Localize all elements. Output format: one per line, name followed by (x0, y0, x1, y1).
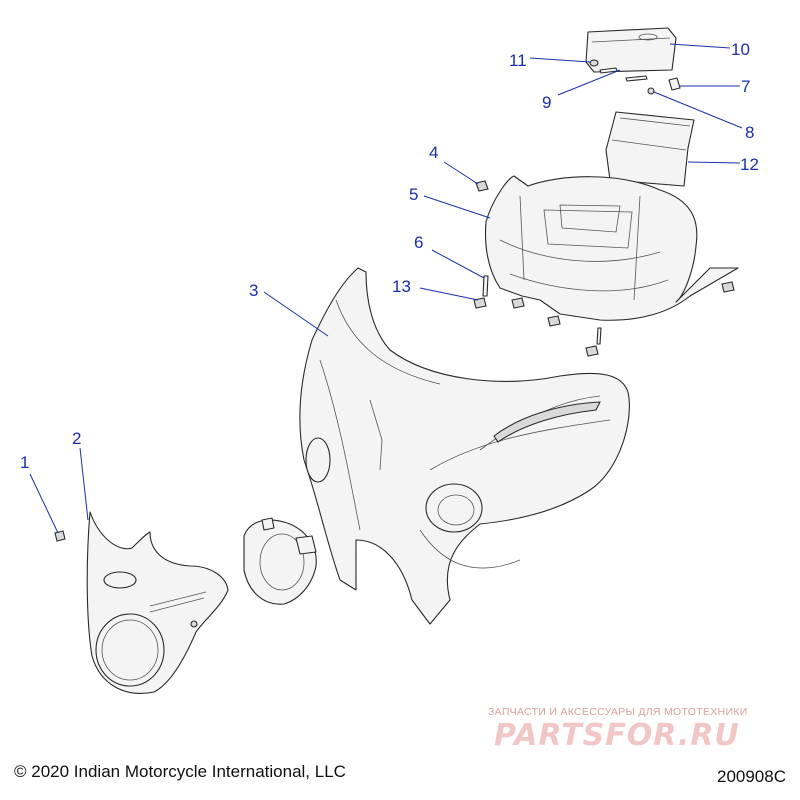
callout-6: 6 (414, 233, 423, 252)
callout-13: 13 (392, 277, 411, 296)
diagram-code: 200908C (716, 767, 786, 786)
part-storage-lid (585, 27, 677, 73)
copyright-notice: © 2020 Indian Motorcycle International, … (14, 762, 346, 781)
callout-2: 2 (72, 429, 81, 448)
callout-8: 8 (745, 123, 754, 142)
part-inner-fairing (485, 175, 739, 321)
watermark-tagline: ЗАПЧАСТИ И АКСЕССУАРЫ ДЛЯ МОТОТЕХНИКИ (488, 706, 748, 718)
callout-labels: 11 10 7 9 8 12 4 5 6 13 3 2 1 (20, 40, 759, 472)
callout-leaders (29, 43, 743, 534)
callout-7: 7 (741, 77, 750, 96)
part-outer-fairing (299, 267, 630, 625)
callout-9: 9 (542, 93, 551, 112)
callout-1: 1 (20, 453, 29, 472)
part-headlight-ring (243, 517, 317, 605)
part-storage-bin (605, 111, 695, 187)
part-bezel-screw (54, 530, 66, 542)
part-headlight-bezel (86, 511, 229, 694)
callout-3: 3 (249, 281, 258, 300)
callout-5: 5 (409, 185, 418, 204)
watermark-brand: PARTSFOR.RU (494, 718, 740, 753)
callout-10: 10 (731, 40, 750, 59)
callout-11: 11 (509, 51, 527, 70)
callout-4: 4 (429, 143, 438, 162)
callout-12: 12 (740, 155, 759, 174)
part-small-hardware (589, 59, 681, 95)
part-screws (473, 275, 735, 357)
part-clip (475, 180, 489, 192)
